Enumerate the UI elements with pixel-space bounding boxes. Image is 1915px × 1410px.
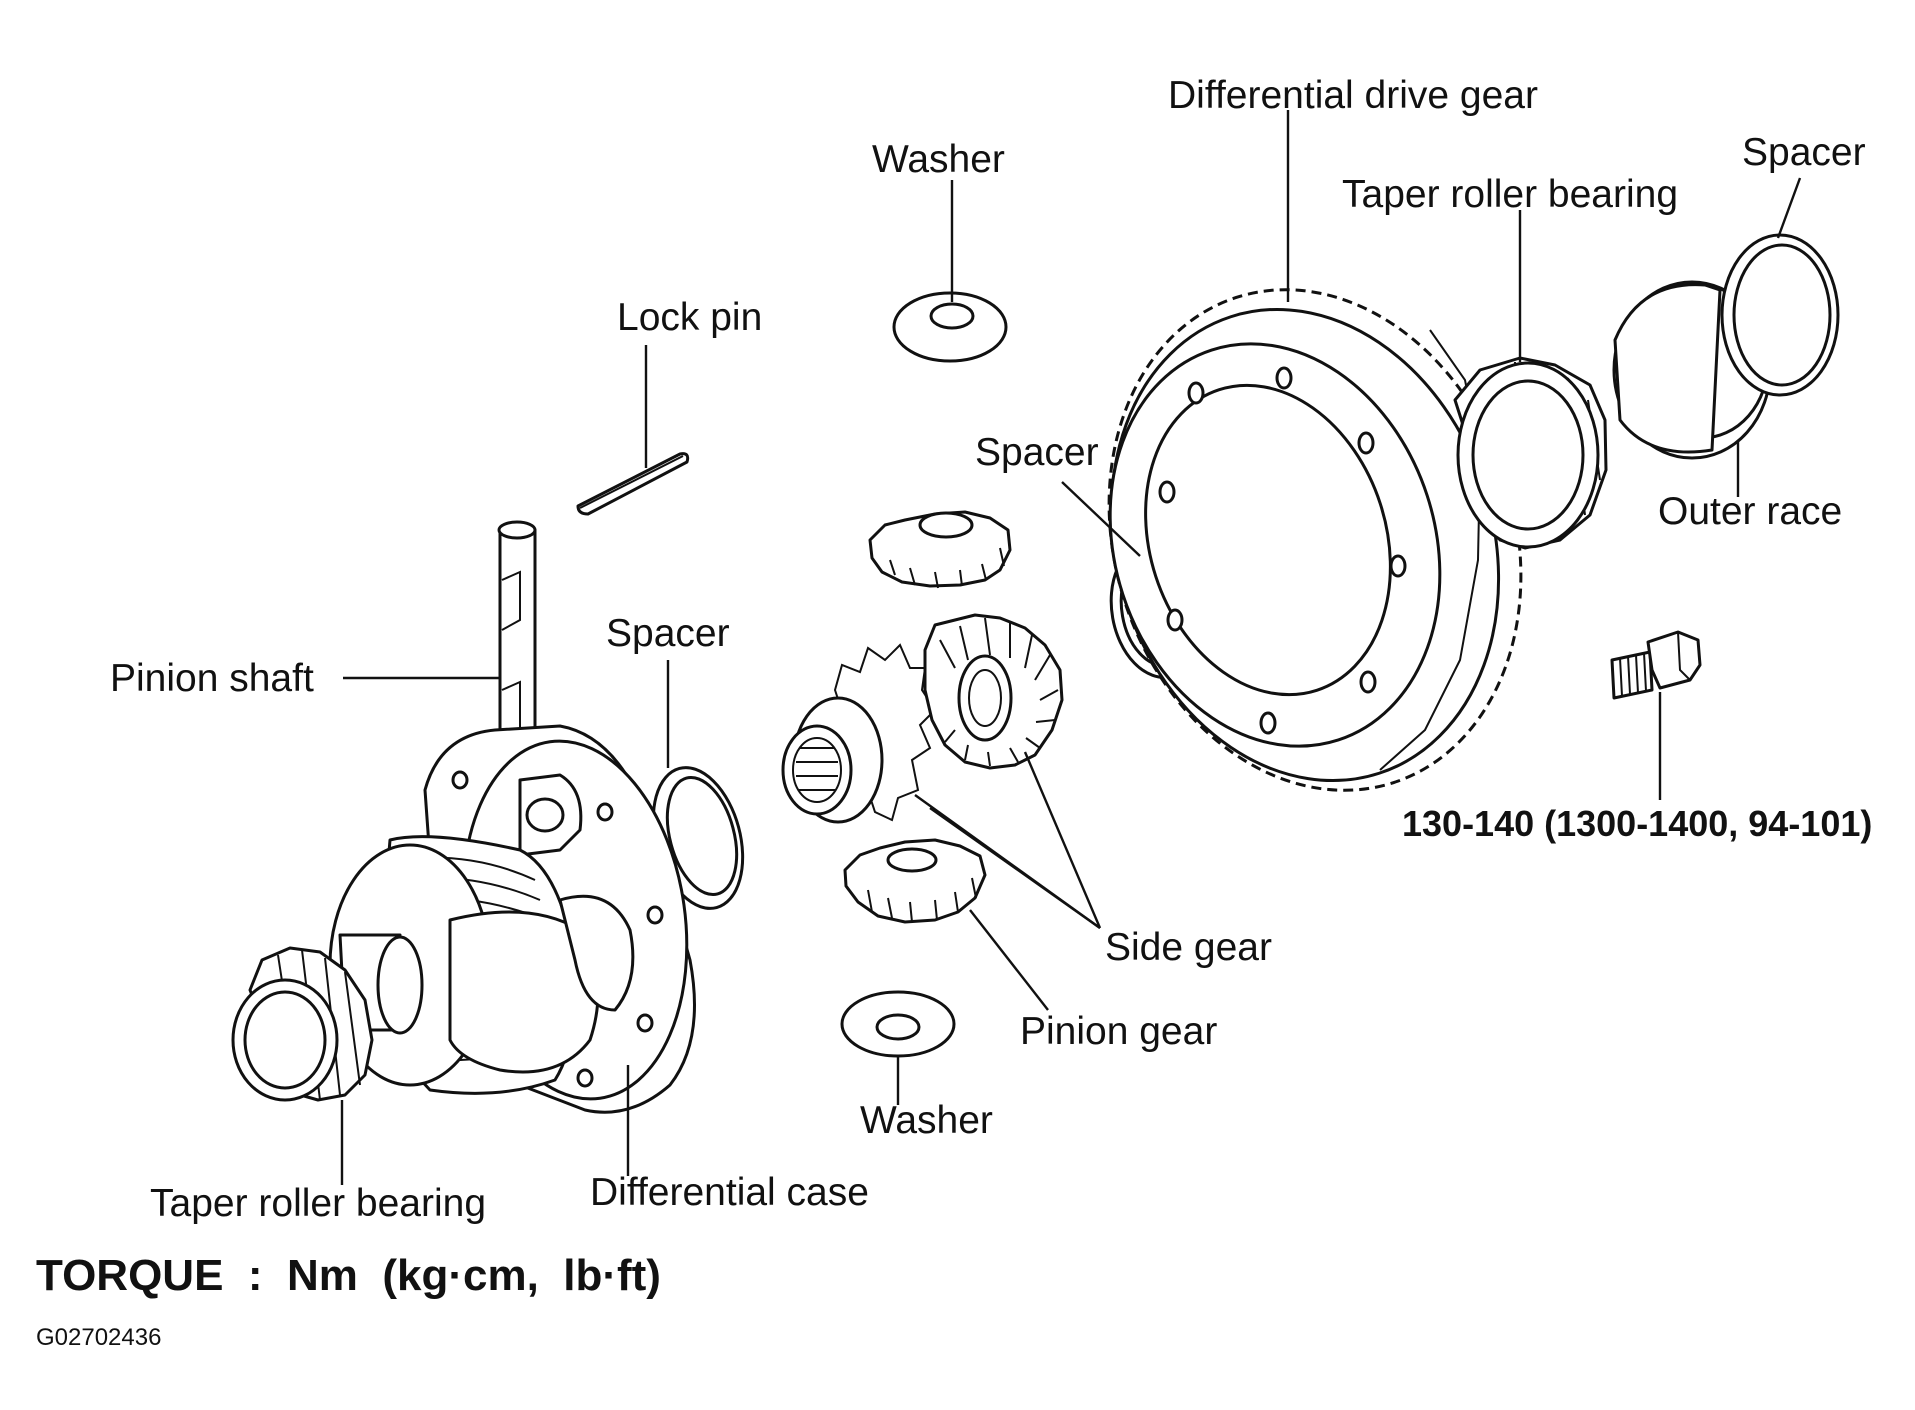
differential-drive-gear-part <box>1107 288 1523 792</box>
washer-top-part <box>892 291 1008 363</box>
torque-units-heading: TORQUE : Nm (kg·cm, lb·ft) <box>36 1251 661 1300</box>
label-side-gear: Side gear <box>1105 926 1272 969</box>
label-pinion-gear: Pinion gear <box>1020 1010 1217 1053</box>
bolt-part <box>1610 630 1702 700</box>
taper-roller-bearing-right-part <box>1453 356 1608 550</box>
label-washer-bottom: Washer <box>860 1099 993 1142</box>
leader-spacer-top-right <box>1776 177 1802 239</box>
label-spacer-top-right: Spacer <box>1742 131 1866 174</box>
label-spacer-left: Spacer <box>606 612 730 655</box>
label-differential-drive-gear: Differential drive gear <box>1168 74 1538 117</box>
leader-spacer-middle <box>1061 481 1141 557</box>
differential-case-part <box>328 724 696 1114</box>
label-taper-roller-bearing-left: Taper roller bearing <box>150 1182 486 1225</box>
leader-pinion-gear <box>969 909 1049 1011</box>
washer-bottom-part <box>840 990 956 1058</box>
side-gear-hollow-part <box>923 613 1064 770</box>
label-outer-race: Outer race <box>1658 490 1842 533</box>
taper-roller-bearing-left-part <box>231 946 374 1102</box>
lock-pin-part <box>576 452 690 516</box>
leader-side-gear-c <box>929 807 1101 929</box>
label-lock-pin: Lock pin <box>617 296 762 339</box>
label-pinion-shaft: Pinion shaft <box>110 657 314 700</box>
spacer-top-right-part <box>1720 233 1840 397</box>
figure-code: G02702436 <box>36 1324 161 1351</box>
leader-side-gear-b <box>1023 751 1102 929</box>
pinion-gear-lower-part <box>843 838 987 924</box>
label-differential-case: Differential case <box>590 1171 869 1214</box>
pinion-gear-upper-part <box>868 510 1012 589</box>
label-washer-top: Washer <box>872 138 1005 181</box>
side-gear-splined-part <box>781 643 937 824</box>
label-taper-roller-bearing-right: Taper roller bearing <box>1342 173 1678 216</box>
label-torque-spec: 130-140 (1300-1400, 94-101) <box>1402 803 1872 844</box>
label-spacer-middle: Spacer <box>975 431 1099 474</box>
